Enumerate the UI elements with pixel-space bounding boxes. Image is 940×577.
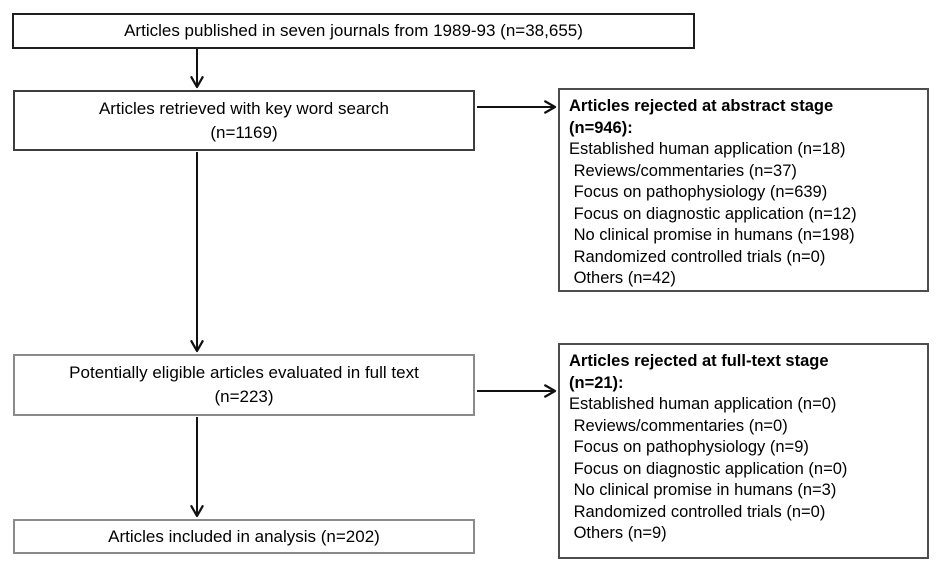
rejected-fulltext-item: No clinical promise in humans (n=3) xyxy=(569,481,837,499)
box-eligible-fulltext-count: (n=223) xyxy=(214,387,274,406)
rejected-abstract-item: No clinical promise in humans (n=198) xyxy=(569,226,855,244)
box-articles-retrieved: Articles retrieved with key word search … xyxy=(13,90,475,151)
box-articles-published: Articles published in seven journals fro… xyxy=(12,13,695,49)
rejected-abstract-item: Reviews/commentaries (n=37) xyxy=(569,161,797,180)
rejected-abstract-item: Others (n=42) xyxy=(569,269,676,287)
box-articles-retrieved-label: Articles retrieved with key word search xyxy=(98,98,390,118)
rejected-fulltext-item: Others (n=9) xyxy=(569,524,667,542)
rejected-fulltext-heading-line1: Articles rejected at full-text stage xyxy=(569,352,829,370)
rejected-abstract-item: Randomized controlled trials (n=0) xyxy=(569,247,826,266)
rejected-fulltext-heading-line2: (n=21): xyxy=(569,373,624,392)
box-included-analysis-label: Articles included in analysis (n=202) xyxy=(108,526,380,546)
rejected-fulltext-item: Established human application (n=0) xyxy=(569,395,837,413)
box-eligible-fulltext-label: Potentially eligible articles evaluated … xyxy=(69,363,419,382)
rejected-abstract-item: Established human application (n=18) xyxy=(569,140,846,158)
box-rejected-abstract: Articles rejected at abstract stage (n=9… xyxy=(558,88,929,292)
rejected-fulltext-item: Reviews/commentaries (n=0) xyxy=(569,416,788,435)
rejected-fulltext-item: Focus on diagnostic application (n=0) xyxy=(569,459,848,478)
rejected-abstract-heading-line2: (n=946): xyxy=(569,118,633,137)
rejected-abstract-item: Focus on diagnostic application (n=12) xyxy=(569,204,857,223)
rejected-abstract-heading-line1: Articles rejected at abstract stage xyxy=(569,97,834,115)
box-articles-published-label: Articles published in seven journals fro… xyxy=(124,21,583,40)
rejected-fulltext-item: Focus on pathophysiology (n=9) xyxy=(569,438,809,456)
box-included-analysis: Articles included in analysis (n=202) xyxy=(13,519,475,554)
rejected-fulltext-item: Randomized controlled trials (n=0) xyxy=(569,502,826,521)
box-articles-retrieved-count: (n=1169) xyxy=(210,122,278,142)
rejected-abstract-item: Focus on pathophysiology (n=639) xyxy=(569,183,828,201)
box-rejected-fulltext: Articles rejected at full-text stage (n=… xyxy=(558,343,929,559)
box-eligible-fulltext: Potentially eligible articles evaluated … xyxy=(13,354,475,416)
